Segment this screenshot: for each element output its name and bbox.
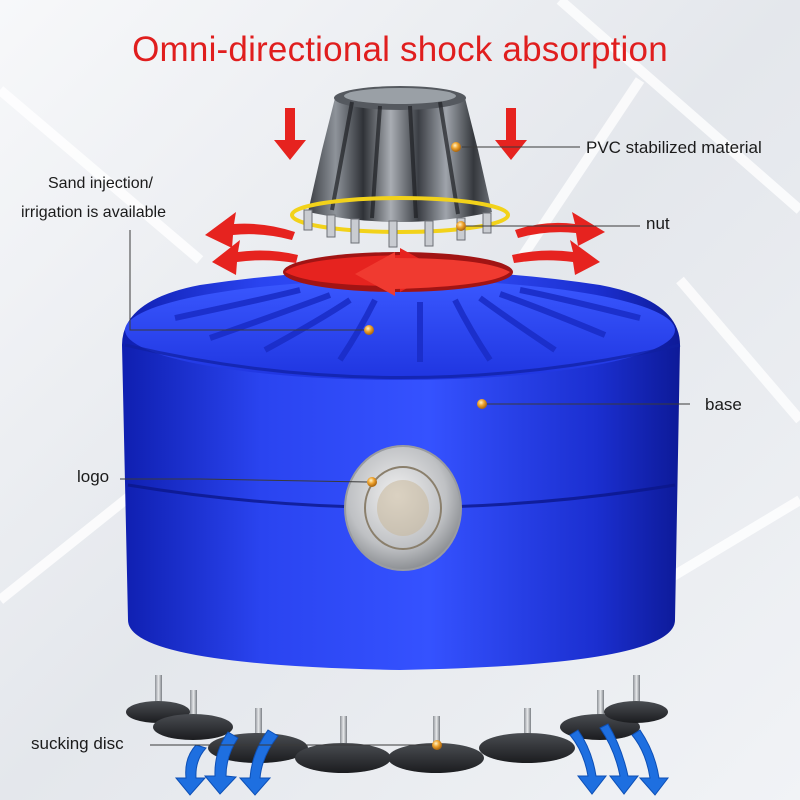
callout-dots — [364, 325, 487, 409]
sand-label-line1: Sand injection/ — [48, 175, 153, 192]
sucking-disc-label: sucking disc — [31, 734, 124, 753]
pvc-label: PVC stabilized material — [586, 138, 762, 157]
sucking-disc — [604, 675, 668, 723]
nut-ring — [290, 196, 510, 248]
sand-label-line2: irrigation is available — [21, 204, 166, 221]
sucking-disc — [295, 716, 391, 773]
callout-lines — [120, 146, 690, 746]
logo-label: logo — [77, 467, 110, 486]
page-title: Omni-directional shock absorption — [132, 30, 668, 69]
red-curved-arrow-icon — [205, 212, 605, 275]
blue-down-arrow-icon — [174, 723, 670, 796]
red-rotation-arrow-icon — [283, 248, 513, 296]
sucking-disc — [388, 716, 484, 773]
background-pattern — [0, 0, 800, 625]
base-label: base — [705, 395, 742, 414]
sucking-disc — [153, 690, 233, 740]
sucking-disc — [479, 708, 575, 763]
logo-emblem — [344, 445, 462, 571]
nut-label: nut — [646, 214, 670, 233]
